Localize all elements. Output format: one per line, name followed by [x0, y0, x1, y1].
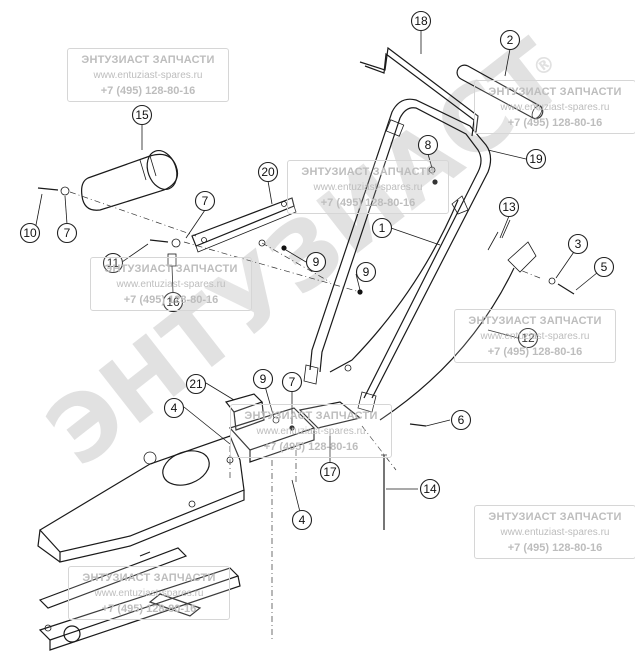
stamp-site: www.entuziast-spares.ru — [116, 279, 226, 290]
callout-4-bottom: 4 — [291, 509, 313, 531]
callout-8: 8 — [417, 134, 439, 156]
stamp-phone: +7 (495) 128-80-16 — [123, 294, 219, 306]
callout-2: 2 — [499, 29, 521, 51]
callout-19: 19 — [525, 148, 547, 170]
stamp-phone: +7 (495) 128-80-16 — [320, 197, 416, 209]
callout-7-left: 7 — [56, 222, 78, 244]
part-18-upper-handle — [359, 46, 479, 137]
stamp-site: www.entuziast-spares.ru — [256, 426, 366, 437]
part-15-tank — [81, 150, 179, 211]
callout-12: 12 — [517, 327, 539, 349]
stamp-company: ЭНТУЗИАСТ ЗАПЧАСТИ — [81, 54, 215, 66]
part-14-rod — [381, 454, 387, 530]
stamp-company: ЭНТУЗИАСТ ЗАПЧАСТИ — [82, 572, 216, 584]
callout-3: 3 — [567, 233, 589, 255]
callout-9-right: 9 — [305, 251, 327, 273]
callout-5: 5 — [593, 256, 615, 278]
callout-17: 17 — [319, 461, 341, 483]
callout-4-left: 4 — [163, 397, 185, 419]
stamp-company: ЭНТУЗИАСТ ЗАПЧАСТИ — [244, 410, 378, 422]
stamp-phone: +7 (495) 128-80-16 — [487, 346, 583, 358]
svg-text:13: 13 — [502, 200, 516, 214]
svg-text:14: 14 — [423, 482, 437, 496]
contact-stamp-8: ЭНТУЗИАСТ ЗАПЧАСТИ www.entuziast-spares.… — [68, 566, 230, 620]
callout-7-lower: 7 — [281, 371, 303, 393]
svg-text:15: 15 — [135, 108, 149, 122]
svg-text:4: 4 — [171, 401, 178, 415]
callout-11: 11 — [102, 252, 124, 274]
stamp-company: ЭНТУЗИАСТ ЗАПЧАСТИ — [488, 86, 622, 98]
callout-15: 15 — [131, 104, 153, 126]
callout-20: 20 — [257, 161, 279, 183]
stamp-company: ЭНТУЗИАСТ ЗАПЧАСТИ — [301, 166, 435, 178]
stamp-phone: +7 (495) 128-80-16 — [507, 117, 603, 129]
part-2-grip — [456, 64, 544, 120]
callout-6: 6 — [450, 409, 472, 431]
stamp-company: ЭНТУЗИАСТ ЗАПЧАСТИ — [488, 511, 622, 523]
contact-stamp-4: ЭНТУЗИАСТ ЗАПЧАСТИ www.entuziast-spares.… — [90, 257, 252, 311]
callout-18: 18 — [410, 10, 432, 32]
stamp-company: ЭНТУЗИАСТ ЗАПЧАСТИ — [468, 315, 602, 327]
svg-text:7: 7 — [289, 375, 296, 389]
callout-9-lower: 9 — [252, 368, 274, 390]
stamp-site: www.entuziast-spares.ru — [500, 102, 610, 113]
svg-text:19: 19 — [529, 152, 543, 166]
svg-text:18: 18 — [414, 14, 428, 28]
stamp-phone: +7 (495) 128-80-16 — [100, 85, 196, 97]
stamp-site: www.entuziast-spares.ru — [94, 588, 204, 599]
stamp-company: ЭНТУЗИАСТ ЗАПЧАСТИ — [104, 263, 238, 275]
contact-stamp-3: ЭНТУЗИАСТ ЗАПЧАСТИ www.entuziast-spares.… — [287, 160, 449, 214]
svg-text:10: 10 — [23, 226, 37, 240]
svg-text:9: 9 — [260, 372, 267, 386]
stamp-site: www.entuziast-spares.ru — [93, 70, 203, 81]
stamp-site: www.entuziast-spares.ru — [313, 182, 423, 193]
callout-14: 14 — [419, 478, 441, 500]
contact-stamp-1: ЭНТУЗИАСТ ЗАПЧАСТИ www.entuziast-spares.… — [67, 48, 229, 102]
svg-text:20: 20 — [261, 165, 275, 179]
svg-text:6: 6 — [458, 413, 465, 427]
callout-9-mid: 9 — [355, 261, 377, 283]
part-1-cable — [329, 195, 469, 373]
callout-21: 21 — [185, 373, 207, 395]
callout-7-top: 7 — [194, 190, 216, 212]
stamp-phone: +7 (495) 128-80-16 — [507, 542, 603, 554]
svg-text:2: 2 — [507, 33, 514, 47]
part-12-throttle-cable — [379, 219, 537, 421]
stamp-site: www.entuziast-spares.ru — [480, 331, 590, 342]
stamp-phone: +7 (495) 128-80-16 — [101, 603, 197, 615]
callout-1: 1 — [371, 217, 393, 239]
svg-text:7: 7 — [64, 226, 71, 240]
svg-text:3: 3 — [575, 237, 582, 251]
svg-text:16: 16 — [166, 295, 180, 309]
svg-text:21: 21 — [189, 377, 203, 391]
svg-text:17: 17 — [323, 465, 337, 479]
stamp-phone: +7 (495) 128-80-16 — [263, 441, 359, 453]
deck-frame — [37, 435, 245, 563]
callout-16: 16 — [162, 291, 184, 313]
part-19-main-handle — [303, 98, 492, 413]
svg-text:11: 11 — [107, 256, 120, 270]
svg-text:4: 4 — [299, 513, 306, 527]
contact-stamp-6: ЭНТУЗИАСТ ЗАПЧАСТИ www.entuziast-spares.… — [230, 404, 392, 458]
svg-text:8: 8 — [425, 138, 432, 152]
svg-text:7: 7 — [202, 194, 209, 208]
svg-text:1: 1 — [379, 221, 386, 235]
callout-10: 10 — [19, 222, 41, 244]
contact-stamp-2: ЭНТУЗИАСТ ЗАПЧАСТИ www.entuziast-spares.… — [474, 80, 635, 134]
svg-text:5: 5 — [601, 260, 608, 274]
contact-stamp-7: ЭНТУЗИАСТ ЗАПЧАСТИ www.entuziast-spares.… — [474, 505, 635, 559]
svg-text:9: 9 — [313, 255, 320, 269]
svg-text:9: 9 — [363, 265, 370, 279]
stamp-site: www.entuziast-spares.ru — [500, 527, 610, 538]
callout-13: 13 — [498, 196, 520, 218]
part-20-bracket — [191, 197, 297, 253]
lower-frame — [38, 547, 241, 651]
svg-text:12: 12 — [521, 331, 535, 345]
contact-stamp-5: ЭНТУЗИАСТ ЗАПЧАСТИ www.entuziast-spares.… — [454, 309, 616, 363]
